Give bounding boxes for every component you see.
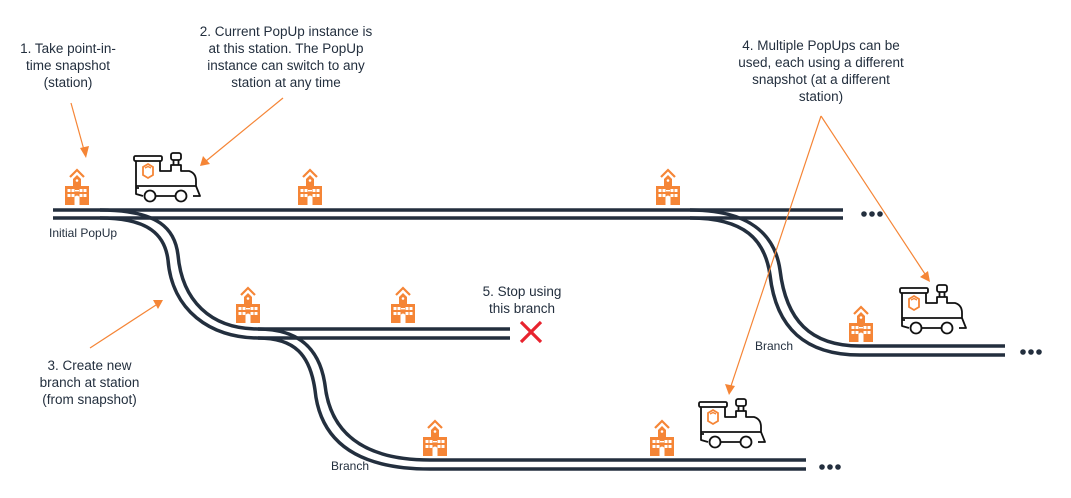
track-label-branch-bottom: Branch <box>331 459 370 473</box>
station-icon <box>648 419 676 458</box>
arrow-annotation-2 <box>200 97 284 166</box>
arrow-annotation-3 <box>89 300 163 349</box>
continuation-dots-bottom <box>819 464 841 470</box>
arrow-annotation-1 <box>70 102 89 158</box>
annotation-2: 2. Current PopUp instance is at this sta… <box>199 24 373 90</box>
annotation-1: 1. Take point-in- time snapshot (station… <box>20 41 116 90</box>
train-icon <box>133 152 201 203</box>
branch-bottom-track <box>257 327 806 471</box>
station-icon <box>654 168 682 207</box>
annotation-5: 5. Stop using this branch <box>482 284 562 316</box>
stop-x-icon <box>519 320 543 344</box>
continuation-dots-main <box>861 211 883 217</box>
branch-middle-track <box>99 208 510 340</box>
station-icon <box>389 286 417 325</box>
station-icon <box>421 419 449 458</box>
station-icon <box>63 168 91 207</box>
continuation-dots-right <box>1020 349 1042 355</box>
annotation-3: 3. Create new branch at station (from sn… <box>39 358 140 407</box>
train-icon <box>899 284 967 335</box>
track-label-branch-right: Branch <box>755 339 794 353</box>
station-icon <box>847 305 875 344</box>
arrow-annotation-4 <box>725 115 930 395</box>
track-label-initial: Initial PopUp <box>49 226 118 240</box>
branch-right-track <box>689 208 1005 357</box>
train-icon <box>698 398 766 449</box>
station-icon <box>234 286 262 325</box>
station-icon <box>296 168 324 207</box>
annotation-4: 4. Multiple PopUps can be used, each usi… <box>738 38 904 104</box>
